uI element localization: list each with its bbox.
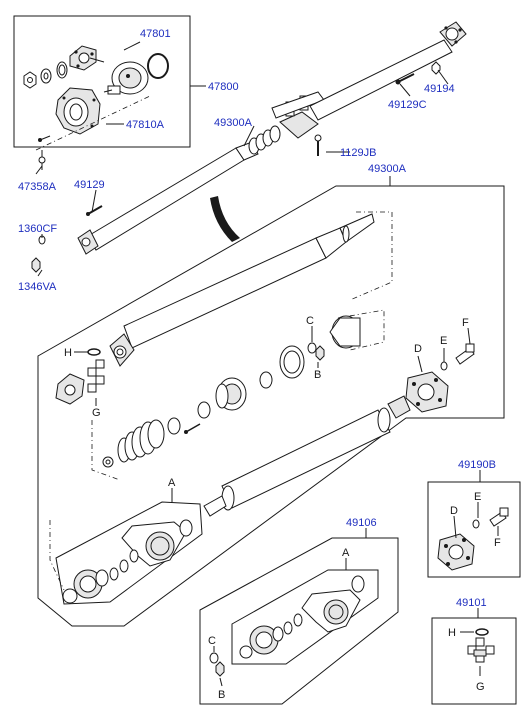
label-E-main: E (440, 335, 447, 347)
subbox-A-49106 (231, 569, 379, 665)
companion-flange-icon (329, 315, 361, 349)
boot-clamp-icon (102, 417, 181, 468)
box-49106 (199, 537, 399, 705)
hex-nut-icon (23, 71, 37, 89)
label-B-49106: B (218, 689, 225, 701)
label-49129: 49129 (74, 179, 105, 191)
label-49194: 49194 (424, 83, 455, 95)
bolt-F-icon (455, 343, 475, 365)
label-H-main: H (64, 347, 72, 359)
label-1129JB: 1129JB (340, 147, 377, 159)
label-G-main: G (92, 407, 101, 419)
small-screw-icon (38, 135, 51, 142)
bolt-49129C-icon (395, 73, 415, 85)
bolt-kit-icon (489, 507, 509, 527)
seal-A-main-icon (179, 519, 193, 537)
propeller-shaft-upper-icon (77, 21, 467, 255)
label-F-kit: F (494, 537, 501, 549)
cross-joint-icon (55, 359, 105, 405)
cv-boot-icon (117, 419, 165, 463)
box-47800 (13, 15, 191, 148)
cv-joint-housing-icon (103, 61, 149, 95)
label-47801: 47801 (140, 28, 171, 40)
curved-arrow-icon (210, 196, 240, 242)
center-bearing-bracket-49106-icon (301, 589, 361, 633)
flange-yoke-icon (69, 45, 105, 71)
rings-49106-icon (283, 613, 303, 635)
label-1360CF: 1360CF (18, 223, 57, 235)
box-49190B (427, 481, 521, 578)
nut-1346VA-icon (31, 257, 41, 273)
cv-joint-inner-icon (215, 377, 247, 411)
washer-E-icon (440, 361, 448, 371)
washer-C-49106-icon (209, 652, 219, 664)
box-49300A (37, 185, 505, 627)
bearing-A-main-icon (62, 569, 109, 604)
cross-joint-49101-icon (467, 637, 495, 663)
label-49129C: 49129C (388, 99, 427, 111)
label-C-main: C (306, 315, 314, 327)
washer-icon (40, 68, 52, 84)
label-49300A-top: 49300A (214, 117, 253, 129)
label-E-kit: E (474, 491, 481, 503)
label-D-kit: D (450, 505, 458, 517)
label-D-main: D (414, 343, 422, 355)
seal-ring-icon (56, 61, 68, 79)
small-bolt-cv-icon (184, 423, 201, 434)
propeller-shaft-front-icon (109, 213, 375, 367)
flex-coupling-icon (405, 371, 449, 413)
bolt-47358A-icon (35, 150, 46, 175)
label-H-49101: H (448, 627, 456, 639)
nut-49194-icon (431, 61, 441, 75)
snap-ring-h-icon (87, 348, 101, 356)
snap-ring-49101-icon (475, 628, 489, 636)
label-49106: 49106 (346, 517, 377, 529)
label-49300A-box: 49300A (368, 163, 407, 175)
center-housing-icon (55, 87, 101, 135)
label-1346VA: 1346VA (18, 281, 57, 293)
label-47358A: 47358A (18, 181, 57, 193)
label-C-49106: C (208, 635, 216, 647)
snap-ring-icon (147, 53, 169, 79)
label-49190B: 49190B (458, 459, 496, 471)
snap-rings-cv-icon (197, 371, 273, 419)
label-47800: 47800 (208, 81, 239, 93)
rings-A-main-icon (109, 549, 139, 581)
label-A-49106: A (342, 547, 350, 559)
label-49101: 49101 (456, 597, 487, 609)
washer-kit-icon (472, 519, 480, 529)
label-B-main: B (314, 369, 321, 381)
bearing-49106-icon (239, 625, 284, 659)
box-49101 (431, 617, 517, 705)
nut-B-icon (315, 345, 325, 361)
bolt-49129-icon (86, 205, 103, 216)
label-47810A: 47810A (126, 119, 165, 131)
label-F-main: F (462, 317, 469, 329)
flex-coupling-kit-icon (437, 533, 475, 571)
nut-B-49106-icon (215, 661, 225, 677)
bolt-1129JB-icon (314, 134, 322, 156)
washer-C-icon (307, 342, 317, 354)
label-G-49101: G (476, 681, 485, 693)
seal-49106-icon (351, 575, 365, 593)
cv-cage-icon (279, 345, 305, 379)
subbox-A-main (55, 501, 203, 605)
propeller-shaft-rear-icon (203, 395, 411, 517)
label-A-main: A (168, 477, 176, 489)
